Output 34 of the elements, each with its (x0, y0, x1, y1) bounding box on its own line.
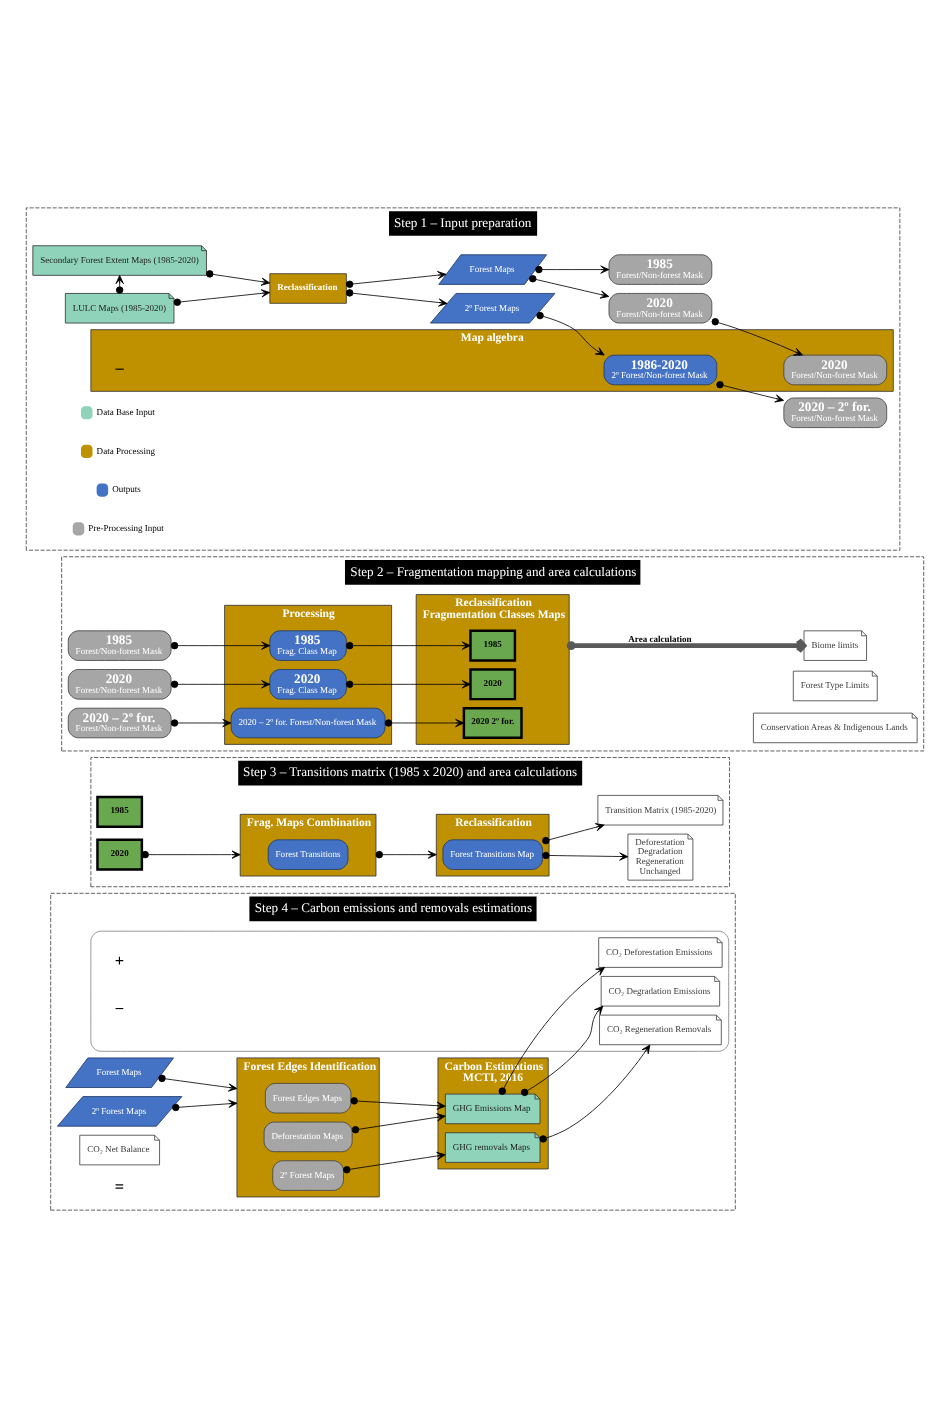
arrow (350, 1097, 446, 1110)
label: + (114, 951, 125, 970)
arrow (345, 289, 448, 307)
arrow (158, 1074, 238, 1092)
arrow (115, 275, 124, 294)
arrow (716, 381, 785, 403)
arrow (141, 850, 241, 859)
arrow (345, 680, 471, 689)
arrow (345, 271, 447, 288)
arrow (529, 275, 610, 299)
arrow (170, 718, 232, 728)
label: = (114, 1178, 125, 1197)
label: – (115, 359, 124, 378)
arrow (206, 270, 271, 286)
arrow (343, 1151, 446, 1174)
arrow (542, 851, 629, 861)
arrow (345, 641, 471, 650)
arrow (711, 318, 803, 356)
arrow (535, 265, 610, 274)
arrow (498, 967, 605, 1095)
arrow (375, 850, 437, 859)
arrow (351, 1113, 446, 1134)
cluster (90, 930, 730, 1052)
arrow (170, 641, 271, 650)
arrow (520, 1005, 604, 1097)
arrow (384, 718, 465, 728)
arrow (536, 311, 605, 356)
arrow (539, 1044, 651, 1143)
arrow (566, 637, 807, 654)
arrow (170, 680, 271, 689)
label: − (114, 1000, 125, 1019)
arrow (542, 823, 605, 845)
arrow (172, 1099, 238, 1112)
arrow (173, 289, 271, 306)
